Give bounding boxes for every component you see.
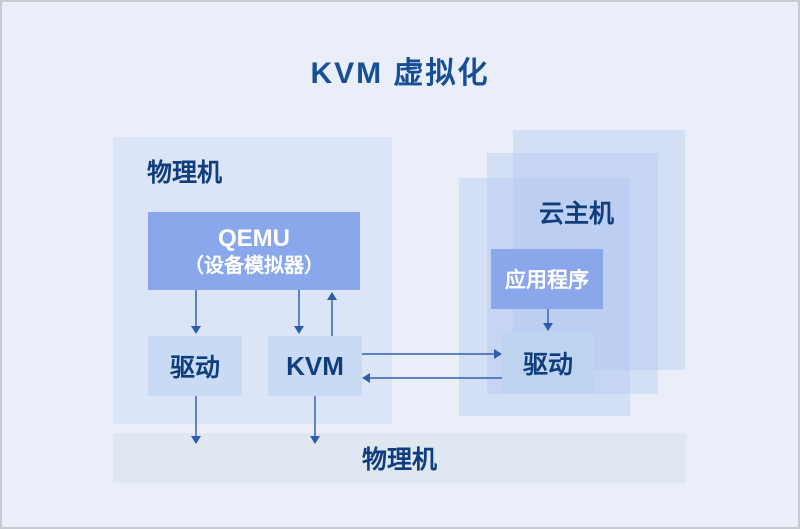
physical-driver-box: 驱动: [148, 336, 242, 396]
qemu-box-subtitle: （设备模拟器）: [184, 254, 324, 277]
physical-host-panel: 物理机 QEMU （设备模拟器） 驱动 KVM: [113, 137, 392, 424]
qemu-box: QEMU （设备模拟器）: [148, 212, 360, 290]
kvm-label: KVM: [286, 350, 344, 381]
application-label: 应用程序: [505, 269, 589, 292]
physical-host-label: 物理机: [147, 159, 223, 187]
kvm-box: KVM: [268, 336, 362, 396]
cloud-driver-box: 驱动: [502, 332, 594, 393]
application-box: 应用程序: [491, 249, 603, 309]
physical-machine-bar-label: 物理机: [361, 446, 437, 474]
qemu-box-title: QEMU: [218, 224, 290, 252]
physical-machine-bar: 物理机: [113, 433, 686, 483]
cloud-host-label: 云主机: [539, 200, 615, 228]
physical-driver-label: 驱动: [169, 354, 220, 382]
cloud-driver-label: 驱动: [522, 350, 573, 379]
diagram-title: KVM 虚拟化: [310, 57, 490, 90]
